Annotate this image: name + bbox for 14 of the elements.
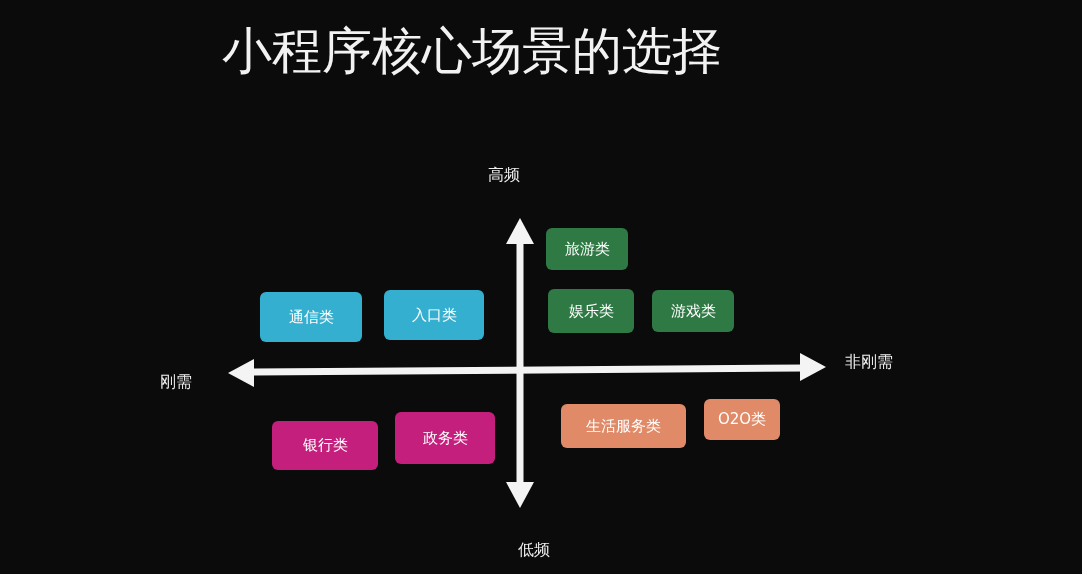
category-box: 银行类	[272, 421, 378, 470]
axis-label: 低频	[518, 540, 550, 561]
category-box: 生活服务类	[561, 404, 686, 448]
category-box: 旅游类	[546, 228, 628, 270]
category-box: 政务类	[395, 412, 495, 464]
axis-label: 高频	[488, 165, 520, 186]
category-box: 娱乐类	[548, 289, 634, 333]
axis-label: 刚需	[160, 372, 192, 393]
axis-label: 非刚需	[845, 352, 893, 373]
category-box: O2O类	[704, 399, 780, 440]
category-box: 游戏类	[652, 290, 734, 332]
category-box: 通信类	[260, 292, 362, 342]
category-box: 入口类	[384, 290, 484, 340]
slide-title: 小程序核心场景的选择	[222, 21, 722, 82]
